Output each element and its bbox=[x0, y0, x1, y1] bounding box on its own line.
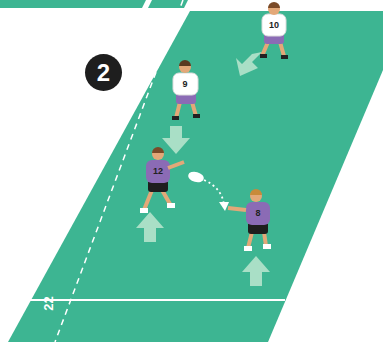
line-marking: 22 bbox=[42, 296, 55, 310]
player bbox=[260, 2, 288, 59]
run-arrow bbox=[242, 256, 270, 286]
pass-line bbox=[204, 180, 224, 205]
player bbox=[140, 147, 184, 213]
ball bbox=[187, 170, 205, 184]
jersey-number: 12 bbox=[153, 167, 163, 176]
jersey-number: 8 bbox=[256, 209, 261, 218]
run-arrow bbox=[162, 126, 190, 154]
field-strip bbox=[0, 0, 146, 8]
22-line bbox=[28, 299, 285, 301]
pass-arrowhead bbox=[219, 202, 229, 211]
player bbox=[172, 60, 200, 120]
player bbox=[228, 189, 271, 251]
jersey-number: 9 bbox=[183, 80, 188, 89]
dashed-line bbox=[55, 0, 183, 342]
pitch bbox=[8, 11, 383, 342]
run-arrow bbox=[136, 212, 164, 242]
jersey-number: 10 bbox=[269, 21, 279, 30]
run-arrow bbox=[236, 52, 262, 76]
movement-arrows bbox=[136, 52, 270, 286]
step-circle: 2 bbox=[85, 54, 122, 91]
step-number: 2 bbox=[97, 61, 110, 85]
